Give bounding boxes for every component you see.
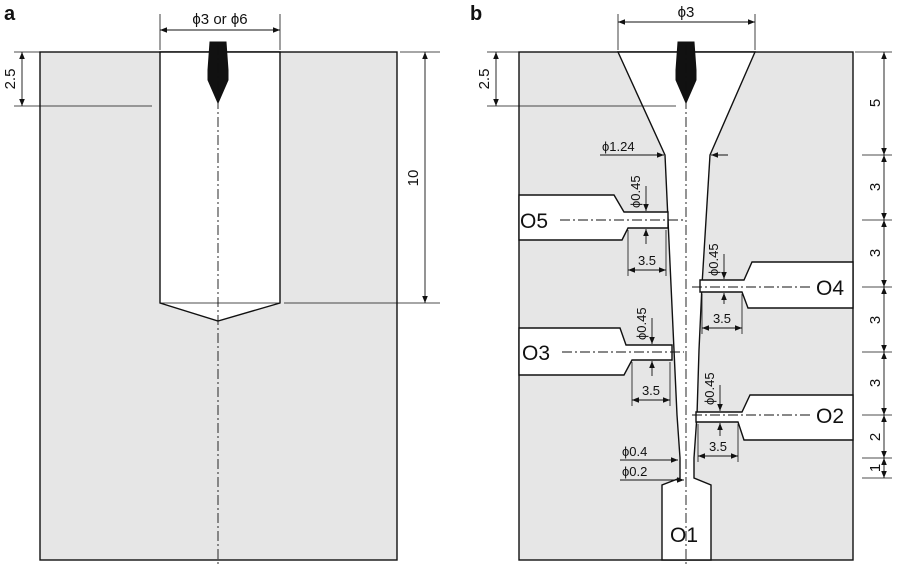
panel-b-label: b (470, 3, 482, 25)
panel-b-rdim-label-5: 2 (867, 433, 884, 441)
panel-b-rdim-label-1: 3 (867, 183, 884, 191)
panel-b-rdim-label-2: 3 (867, 249, 884, 257)
outlet-o4-label: O4 (816, 277, 844, 300)
panel-b-rdim-label-3: 3 (867, 316, 884, 324)
panel-a: a ϕ3 or ϕ6 2.5 10 (2, 3, 440, 565)
panel-b-o5-d045-label: ϕ0.45 (628, 175, 643, 208)
panel-b-d124-label: ϕ1.24 (602, 139, 635, 154)
outlet-o1-label: O1 (670, 524, 698, 547)
panel-b-o4-35-label: 3.5 (713, 311, 731, 326)
panel-b-diameter-label: ϕ3 (678, 4, 695, 21)
panel-a-depth-label: 2.5 (2, 69, 19, 90)
panel-b-o3-35-label: 3.5 (642, 383, 660, 398)
panel-b-rdim-label-4: 3 (867, 379, 884, 387)
panel-b-o4-d045-label: ϕ0.45 (706, 243, 721, 276)
panel-a-label: a (4, 3, 16, 25)
panel-b-d04-label: ϕ0.4 (622, 444, 647, 459)
outlet-o3-label: O3 (522, 342, 550, 365)
panel-a-length-label: 10 (405, 170, 422, 187)
panel-b-d02-label: ϕ0.2 (622, 464, 647, 479)
panel-b-channel-o2 (695, 394, 854, 441)
panel-b-channel-o3 (518, 327, 673, 376)
panel-a-bore (159, 51, 281, 322)
panel-b-o5-35-label: 3.5 (638, 253, 656, 268)
panel-b-rdim-label-6: 1 (867, 464, 884, 472)
outlet-o2-label: O2 (816, 405, 844, 428)
panel-b-depth-label: 2.5 (476, 69, 493, 90)
panel-b-o2-35-label: 3.5 (709, 439, 727, 454)
panel-b-rdim-label-0: 5 (867, 99, 884, 107)
panel-b: b ϕ3 2.5 ϕ1.24 (470, 3, 892, 565)
panel-b-o3-d045-label: ϕ0.45 (634, 307, 649, 340)
panel-b-o2-d045-label: ϕ0.45 (702, 372, 717, 405)
outlet-o5-label: O5 (520, 210, 548, 233)
panel-b-channel-o4 (699, 261, 854, 309)
panel-a-diameter-label: ϕ3 or ϕ6 (192, 11, 247, 28)
panel-b-channel-o5 (518, 194, 669, 241)
